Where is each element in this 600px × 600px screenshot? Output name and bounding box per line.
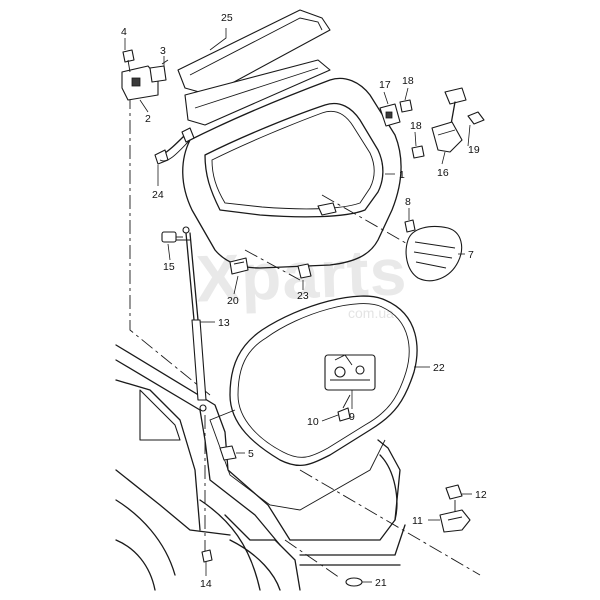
reference-lines [129,95,481,579]
watermark-domain: com.ua [348,305,394,321]
screw-14 [201,549,213,563]
clip-23 [297,263,312,279]
label-2: 2 [145,113,151,125]
label-24: 24 [152,189,164,201]
leader-lines [124,28,472,583]
label-14: 14 [200,578,212,590]
label-1: 1 [399,169,405,181]
part-labels: 25 3 4 2 24 17 18 18 19 16 1 8 7 15 20 2… [121,12,487,590]
bolt-4 [122,49,135,73]
label-9: 9 [349,411,355,423]
switch-11 [439,509,471,533]
bumper-5 [219,445,237,461]
buffer-20 [229,257,249,275]
lock-9 [324,354,376,391]
label-13: 13 [218,317,230,329]
label-18-lower: 18 [410,120,422,132]
label-15: 15 [163,261,175,273]
buffer-15 [161,231,183,243]
label-21: 21 [375,577,387,589]
label-18-upper: 18 [402,75,414,87]
label-19: 19 [468,144,480,156]
hinge-2 [121,65,167,101]
spoiler-25 [177,9,331,126]
label-10: 10 [307,416,319,428]
bolt-10 [337,394,351,422]
plug-21 [345,577,363,587]
gas-strut-13 [182,226,207,412]
clip-19 [467,111,485,125]
seal-22 [229,295,418,467]
label-22: 22 [433,362,445,374]
label-17: 17 [379,79,391,91]
screw-18-upper [399,99,413,113]
label-23: 23 [297,290,309,302]
screw-8 [404,219,416,233]
car-body [115,344,406,591]
bolt-3 [161,59,169,65]
light-7 [405,225,463,282]
cable-24 [154,127,195,165]
label-16: 16 [437,167,449,179]
label-20: 20 [227,295,239,307]
clip-12 [445,484,463,500]
label-4: 4 [121,26,127,38]
label-5: 5 [248,448,254,460]
label-7: 7 [468,249,474,261]
label-11: 11 [412,515,423,527]
release-16 [431,87,467,153]
screw-18-lower [411,145,425,159]
label-8: 8 [405,196,411,208]
bracket-17 [379,103,401,127]
label-12: 12 [475,489,487,501]
label-3: 3 [160,45,166,57]
label-25: 25 [221,12,233,24]
rear-lid-1 [182,77,402,269]
trunk-floor [209,409,386,511]
